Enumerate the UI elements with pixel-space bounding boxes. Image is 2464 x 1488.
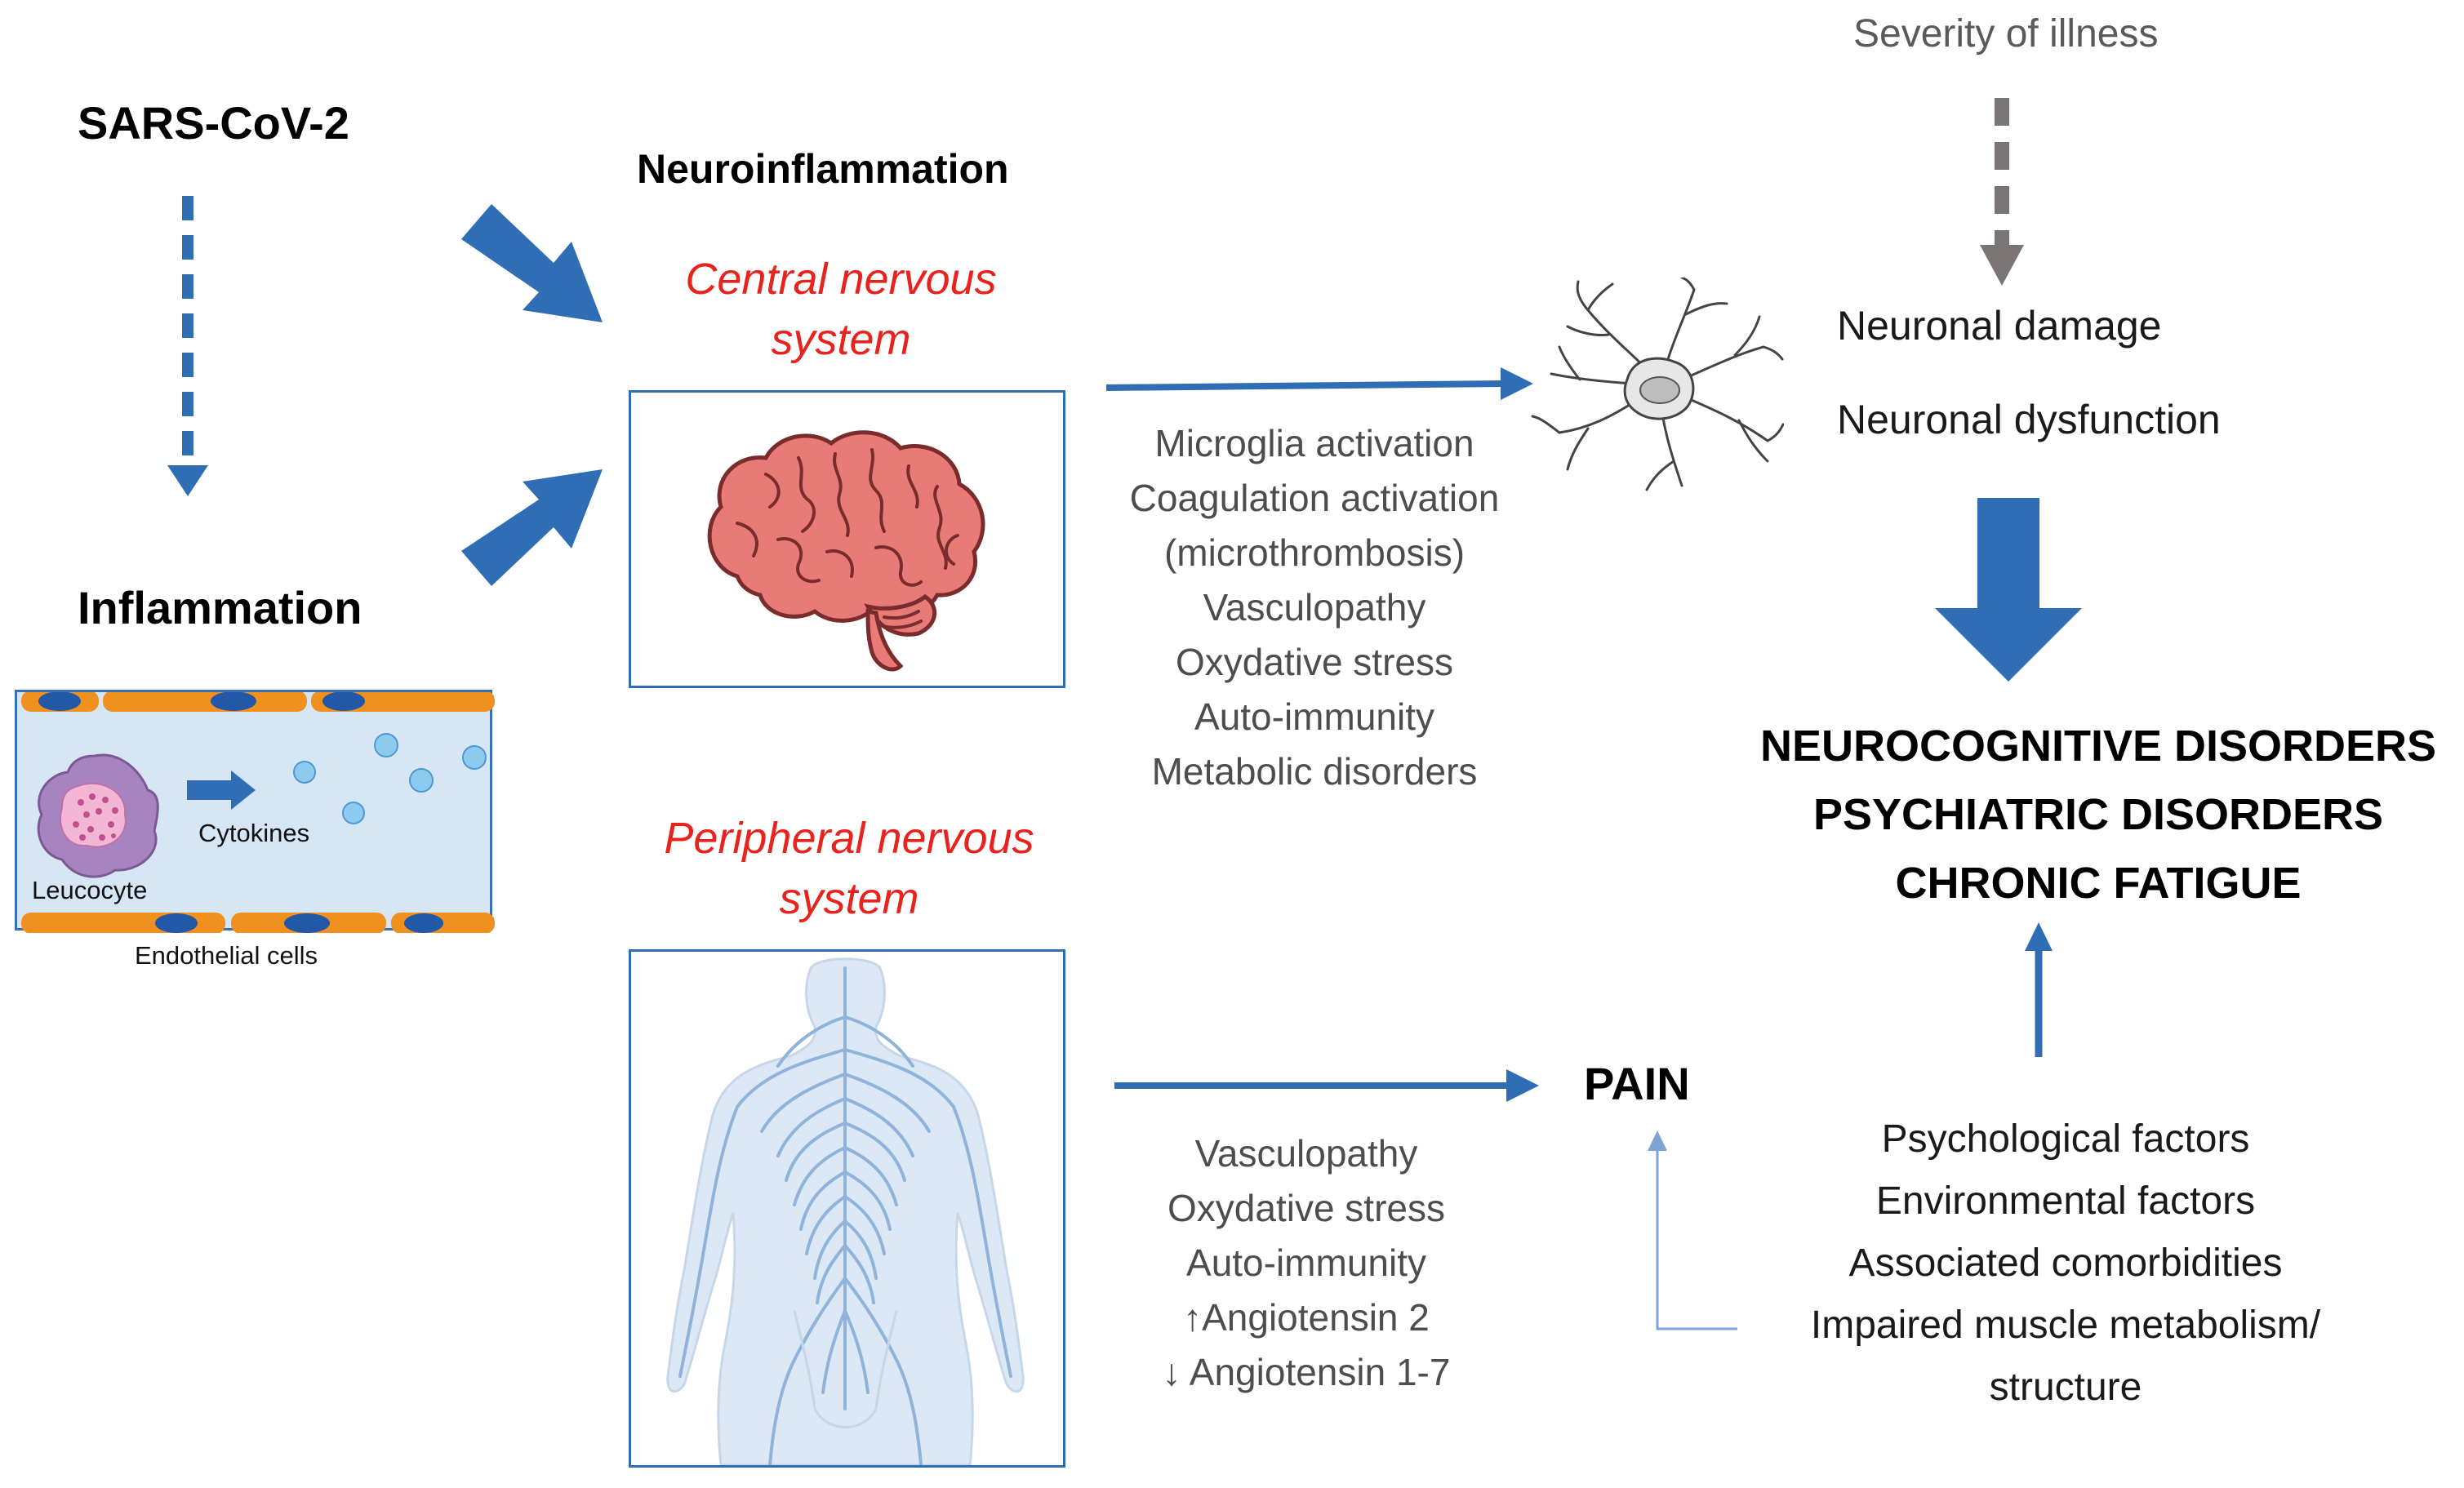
pns-mechanism: ↓ Angiotensin 1-7 — [1162, 1351, 1451, 1393]
inflammation-to-neuroinflammation-arrow — [461, 469, 603, 586]
virus-label: SARS-CoV-2 — [78, 97, 349, 149]
vessel-illustration — [21, 691, 495, 934]
factors-to-pain-arrowhead — [1648, 1130, 1667, 1151]
cns-label-line1: Central nervous — [685, 255, 997, 304]
cns-mechanism: Auto-immunity — [1194, 695, 1434, 738]
outcome-item: PSYCHIATRIC DISORDERS — [1812, 790, 2384, 839]
factor-item: Environmental factors — [1875, 1179, 2256, 1223]
factor-item: Associated comorbidities — [1848, 1241, 2283, 1285]
outcomes-list: NEUROCOGNITIVE DISORDERS PSYCHIATRIC DIS… — [1739, 712, 2457, 917]
outcome-item: CHRONIC FATIGUE — [1895, 859, 2302, 908]
vessel-panel: Cytokines Leucocyte — [15, 690, 495, 934]
pns-mechanism: Oxydative stress — [1168, 1187, 1445, 1229]
pain-label: PAIN — [1584, 1058, 1690, 1109]
cytokine-dots — [293, 733, 487, 824]
factors-list: Psychological factors Environmental fact… — [1747, 1108, 2384, 1419]
pns-to-pain-arrowhead — [1506, 1069, 1539, 1102]
endothelial-nucleus — [211, 691, 256, 711]
endothelial-cell — [103, 691, 307, 712]
cns-to-neuron-arrowhead — [1501, 367, 1533, 400]
pns-mechanisms-list: Vasculopathy Oxydative stress Auto-immun… — [1127, 1126, 1486, 1400]
inflammation-label: Inflammation — [78, 582, 362, 633]
brain-icon — [707, 430, 985, 672]
brain-folds — [736, 448, 959, 629]
dysfunction-to-outcomes-arrow — [1935, 498, 2082, 682]
factor-item: Psychological factors — [1881, 1117, 2250, 1161]
endothelial-nucleus — [322, 691, 365, 711]
outcome-item: NEUROCOGNITIVE DISORDERS — [1759, 722, 2437, 771]
cytokine-release-arrow — [187, 771, 256, 810]
nervous-system-body-icon — [666, 957, 1025, 1467]
nerve-network — [678, 966, 1012, 1467]
factors-to-outcomes-arrowhead — [2025, 922, 2053, 951]
virus-to-inflammation-arrowhead — [167, 465, 208, 496]
factor-item: structure — [1989, 1366, 2142, 1409]
cns-mechanism: Vasculopathy — [1203, 586, 1426, 629]
cns-mechanism: (microthrombosis) — [1163, 531, 1466, 574]
factors-to-pain-connector — [1656, 1147, 1737, 1330]
endothelial-nucleus — [155, 913, 198, 933]
cns-mechanism: Microglia activation — [1154, 422, 1474, 464]
endothelial-nucleus — [404, 913, 443, 933]
neuronal-damage-label: Neuronal damage — [1837, 303, 2162, 349]
pns-mechanism: Vasculopathy — [1194, 1132, 1418, 1175]
neuron-dendrites — [1531, 278, 1784, 491]
cns-mechanism: Coagulation activation — [1129, 477, 1500, 519]
body-outline-details — [793, 1310, 898, 1428]
cytokines-label: Cytokines — [198, 819, 310, 847]
cns-label-line2: system — [771, 315, 911, 364]
neuron-icon — [1531, 278, 1784, 491]
severity-arrowhead — [1980, 245, 2024, 286]
cns-mechanisms-list: Microglia activation Coagulation activat… — [1094, 416, 1535, 799]
cns-label: Central nervous system — [620, 249, 1061, 370]
cns-mechanism: Metabolic disorders — [1151, 750, 1478, 793]
pns-box — [629, 949, 1065, 1468]
leucocyte-nucleus — [60, 782, 127, 848]
leucocyte-label: Leucocyte — [32, 876, 148, 904]
pns-mechanism: ↑Angiotensin 2 — [1183, 1296, 1430, 1339]
neuroinflammation-label: Neuroinflammation — [637, 146, 1009, 192]
severity-label: Severity of illness — [1853, 12, 2159, 56]
factor-item: Impaired muscle metabolism/ — [1810, 1304, 2321, 1347]
pns-label: Peripheral nervous system — [620, 808, 1078, 929]
pns-mechanism: Auto-immunity — [1186, 1241, 1426, 1284]
virus-to-neuroinflammation-arrow — [461, 204, 603, 322]
pns-label-line2: system — [779, 874, 919, 923]
neuronal-dysfunction-label: Neuronal dysfunction — [1837, 397, 2221, 442]
cns-to-neuron-arrow-shaft — [1105, 380, 1507, 391]
cns-box — [629, 390, 1065, 688]
brain-stem — [865, 608, 904, 672]
endothelial-nucleus — [38, 691, 81, 711]
endothelial-label: Endothelial cells — [135, 941, 318, 970]
neuron-nucleus — [1639, 376, 1680, 404]
endothelial-nucleus — [284, 913, 330, 933]
cns-mechanism: Oxydative stress — [1176, 641, 1453, 683]
pns-label-line1: Peripheral nervous — [664, 814, 1034, 863]
